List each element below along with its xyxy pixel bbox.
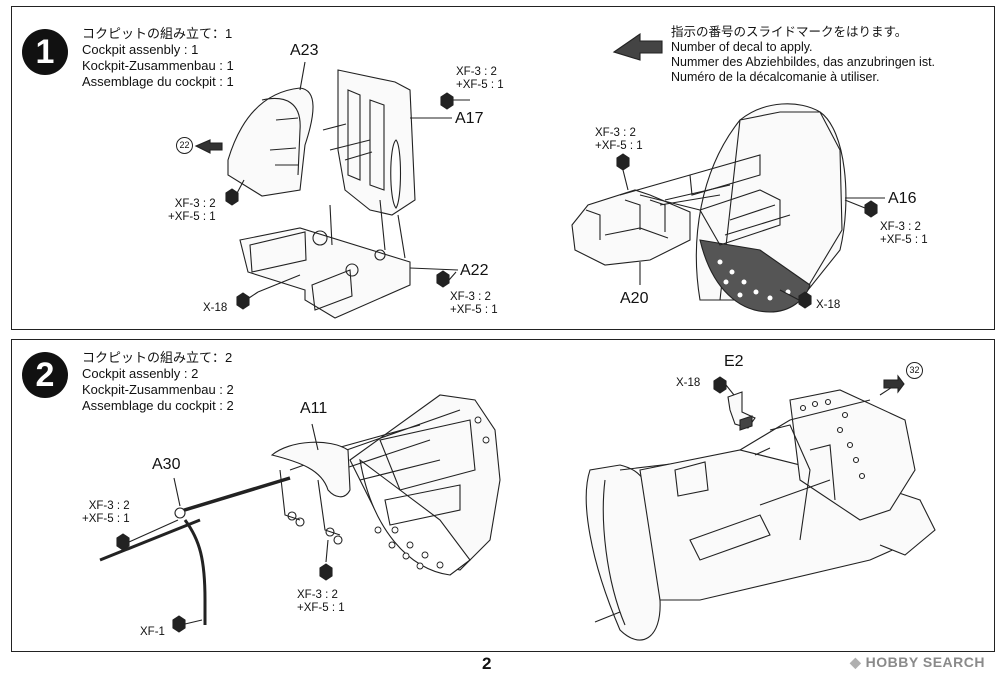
part-label-a16: A16 (888, 190, 917, 207)
decal-arrow-icon (612, 32, 663, 61)
paint-callout-a11: XF-3 : 2 +XF-5 : 1 (297, 589, 345, 615)
step-title-ja: コクピットの組み立て：1 (82, 26, 233, 41)
part-label-e2: E2 (724, 353, 744, 370)
decal-legend-ja: 指示の番号のスライドマークをはります。 (671, 25, 908, 39)
paint-mix-line: XF-3 : 2 (88, 500, 130, 512)
decal-legend-de: Nummer des Abziehbildes, das anzubringen… (671, 55, 936, 69)
paint-callout-xf1: XF-1 (140, 626, 165, 638)
paint-callout-x18-e2: X-18 (676, 377, 701, 389)
part-label-a23: A23 (290, 42, 319, 59)
step-title-ja: コクピットの組み立て：2 (82, 350, 233, 365)
paint-callout-seat: XF-3 : 2 +XF-5 : 1 (168, 198, 216, 224)
step-number-badge: 2 (22, 352, 68, 398)
step-title-block: コクピットの組み立て：1 Cockpit assenbly : 1 Kockpi… (82, 26, 234, 90)
watermark-logo: ◆ HOBBY SEARCH (850, 654, 985, 671)
step-title-en: Cockpit assenbly : 2 (82, 366, 199, 381)
paint-callout-x18-rear: X-18 (816, 299, 841, 311)
part-label-a17: A17 (455, 110, 484, 127)
paint-mix-line: +XF-5 : 1 (595, 140, 643, 152)
paint-callout-a22: XF-3 : 2 +XF-5 : 1 (450, 291, 498, 317)
paint-mix-line: XF-3 : 2 (456, 66, 497, 78)
paint-mix-line: +XF-5 : 1 (82, 513, 130, 525)
step-title-fr: Assemblage du cockpit : 1 (82, 74, 234, 89)
decal-legend: 指示の番号のスライドマークをはります。 Number of decal to a… (671, 25, 935, 85)
step-title-fr: Assemblage du cockpit : 2 (82, 398, 234, 413)
paint-mix-line: +XF-5 : 1 (168, 211, 216, 223)
paint-mix-line: +XF-5 : 1 (456, 79, 504, 91)
step-number-badge: 1 (22, 29, 68, 75)
paint-mix-line: XF-3 : 2 (297, 589, 338, 601)
decal-legend-en: Number of decal to apply. (671, 40, 813, 54)
decal-reference-marker: 32 (906, 362, 923, 379)
paint-mix-line: XF-3 : 2 (450, 291, 491, 303)
part-label-a30: A30 (152, 456, 181, 473)
step-title-block: コクピットの組み立て：2 Cockpit assenbly : 2 Kockpi… (82, 350, 234, 414)
part-label-a22: A22 (460, 262, 489, 279)
paint-mix-line: XF-3 : 2 (595, 127, 636, 139)
paint-callout-a17: XF-3 : 2 +XF-5 : 1 (456, 66, 504, 92)
paint-callout-x18: X-18 (203, 302, 228, 314)
paint-mix-line: XF-3 : 2 (880, 221, 921, 233)
paint-mix-line: +XF-5 : 1 (880, 234, 928, 246)
page-number: 2 (482, 654, 492, 673)
paint-mix-line: XF-3 : 2 (174, 198, 216, 210)
decal-legend-fr: Numéro de la décalcomanie à utiliser. (671, 70, 880, 84)
paint-callout-a16: XF-3 : 2 +XF-5 : 1 (880, 221, 928, 247)
part-label-a20: A20 (620, 290, 649, 307)
paint-callout-a20: XF-3 : 2 +XF-5 : 1 (595, 127, 643, 153)
paint-callout-a30: XF-3 : 2 +XF-5 : 1 (82, 500, 130, 526)
step-title-de: Kockpit-Zusammenbau : 2 (82, 382, 234, 397)
part-label-a11: A11 (300, 400, 328, 417)
watermark-icon: ◆ (850, 654, 866, 670)
step-title-de: Kockpit-Zusammenbau : 1 (82, 58, 234, 73)
decal-reference-marker: 22 (176, 137, 193, 154)
paint-mix-line: +XF-5 : 1 (450, 304, 498, 316)
step-title-en: Cockpit assenbly : 1 (82, 42, 199, 57)
watermark-text: HOBBY SEARCH (865, 654, 985, 670)
paint-mix-line: +XF-5 : 1 (297, 602, 345, 614)
